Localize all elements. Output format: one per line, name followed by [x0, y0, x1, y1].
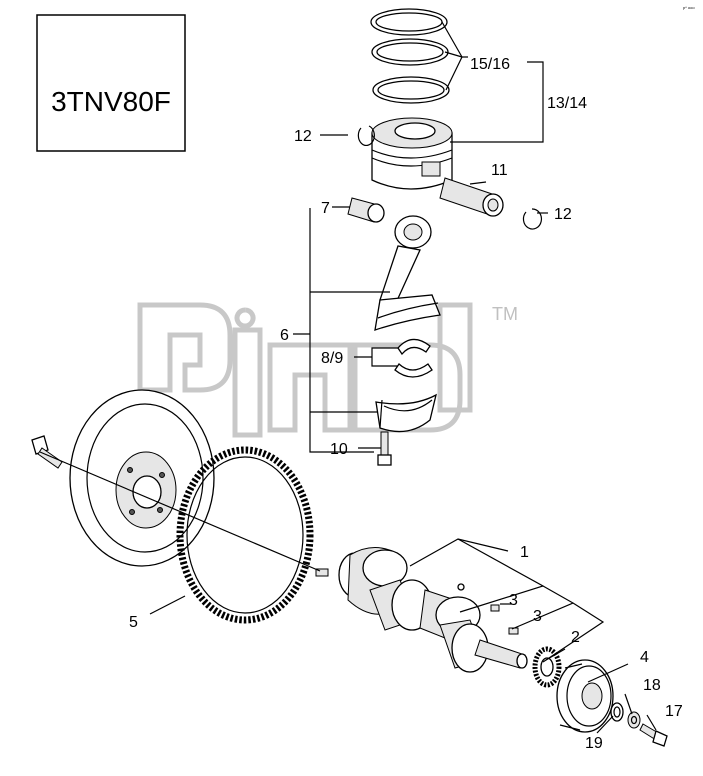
crank-gear — [532, 646, 562, 688]
callout-10: 10 — [330, 441, 348, 458]
pulley-washer-19 — [610, 702, 624, 722]
ring-gear — [176, 446, 314, 624]
callout-5: 5 — [129, 614, 138, 631]
callout-19: 19 — [585, 735, 603, 752]
crankshaft — [338, 547, 528, 673]
piston-rings — [370, 8, 450, 104]
watermark-logo: TM — [137, 302, 518, 438]
pulley-bolt — [639, 723, 668, 747]
piston — [371, 117, 453, 190]
rod-bolt — [377, 431, 392, 466]
rod-bearing-shells — [394, 338, 433, 378]
callout-12-right: 12 — [554, 206, 572, 223]
small-end-bushing — [347, 197, 385, 223]
connecting-rod — [374, 215, 441, 331]
callout-3-a: 3 — [509, 592, 518, 609]
callout-8-9: 8/9 — [321, 350, 343, 367]
model-label: 3TNV80F — [51, 86, 171, 117]
circlip-right — [522, 208, 542, 230]
crank-pulley — [556, 659, 614, 733]
flywheel-bolt — [31, 435, 63, 469]
callout-6: 6 — [280, 327, 289, 344]
callout-18: 18 — [643, 677, 661, 694]
callout-1: 1 — [520, 544, 529, 561]
pulley-washer-18 — [627, 711, 641, 729]
corner-mark: p* ooo — [683, 5, 695, 10]
flywheel — [69, 389, 215, 567]
rod-cap — [375, 393, 437, 433]
leader-lines — [39, 21, 657, 734]
callout-4: 4 — [640, 649, 649, 666]
callout-13-14: 13/14 — [547, 95, 587, 112]
callout-7: 7 — [321, 200, 330, 217]
watermark-tm-text: TM — [492, 304, 518, 324]
callout-12-top: 12 — [294, 128, 312, 145]
callout-labels: 15/16 13/14 12 11 12 7 6 8/9 10 1 3 3 2 … — [129, 56, 683, 752]
callout-15-16: 15/16 — [470, 56, 510, 73]
callout-17: 17 — [665, 703, 683, 720]
piston-pin — [439, 177, 504, 217]
callout-3-b: 3 — [533, 608, 542, 625]
model-label-box: 3TNV80F — [36, 14, 186, 152]
callout-11: 11 — [491, 162, 508, 179]
callout-2: 2 — [571, 629, 580, 646]
circlip-top — [357, 125, 375, 147]
